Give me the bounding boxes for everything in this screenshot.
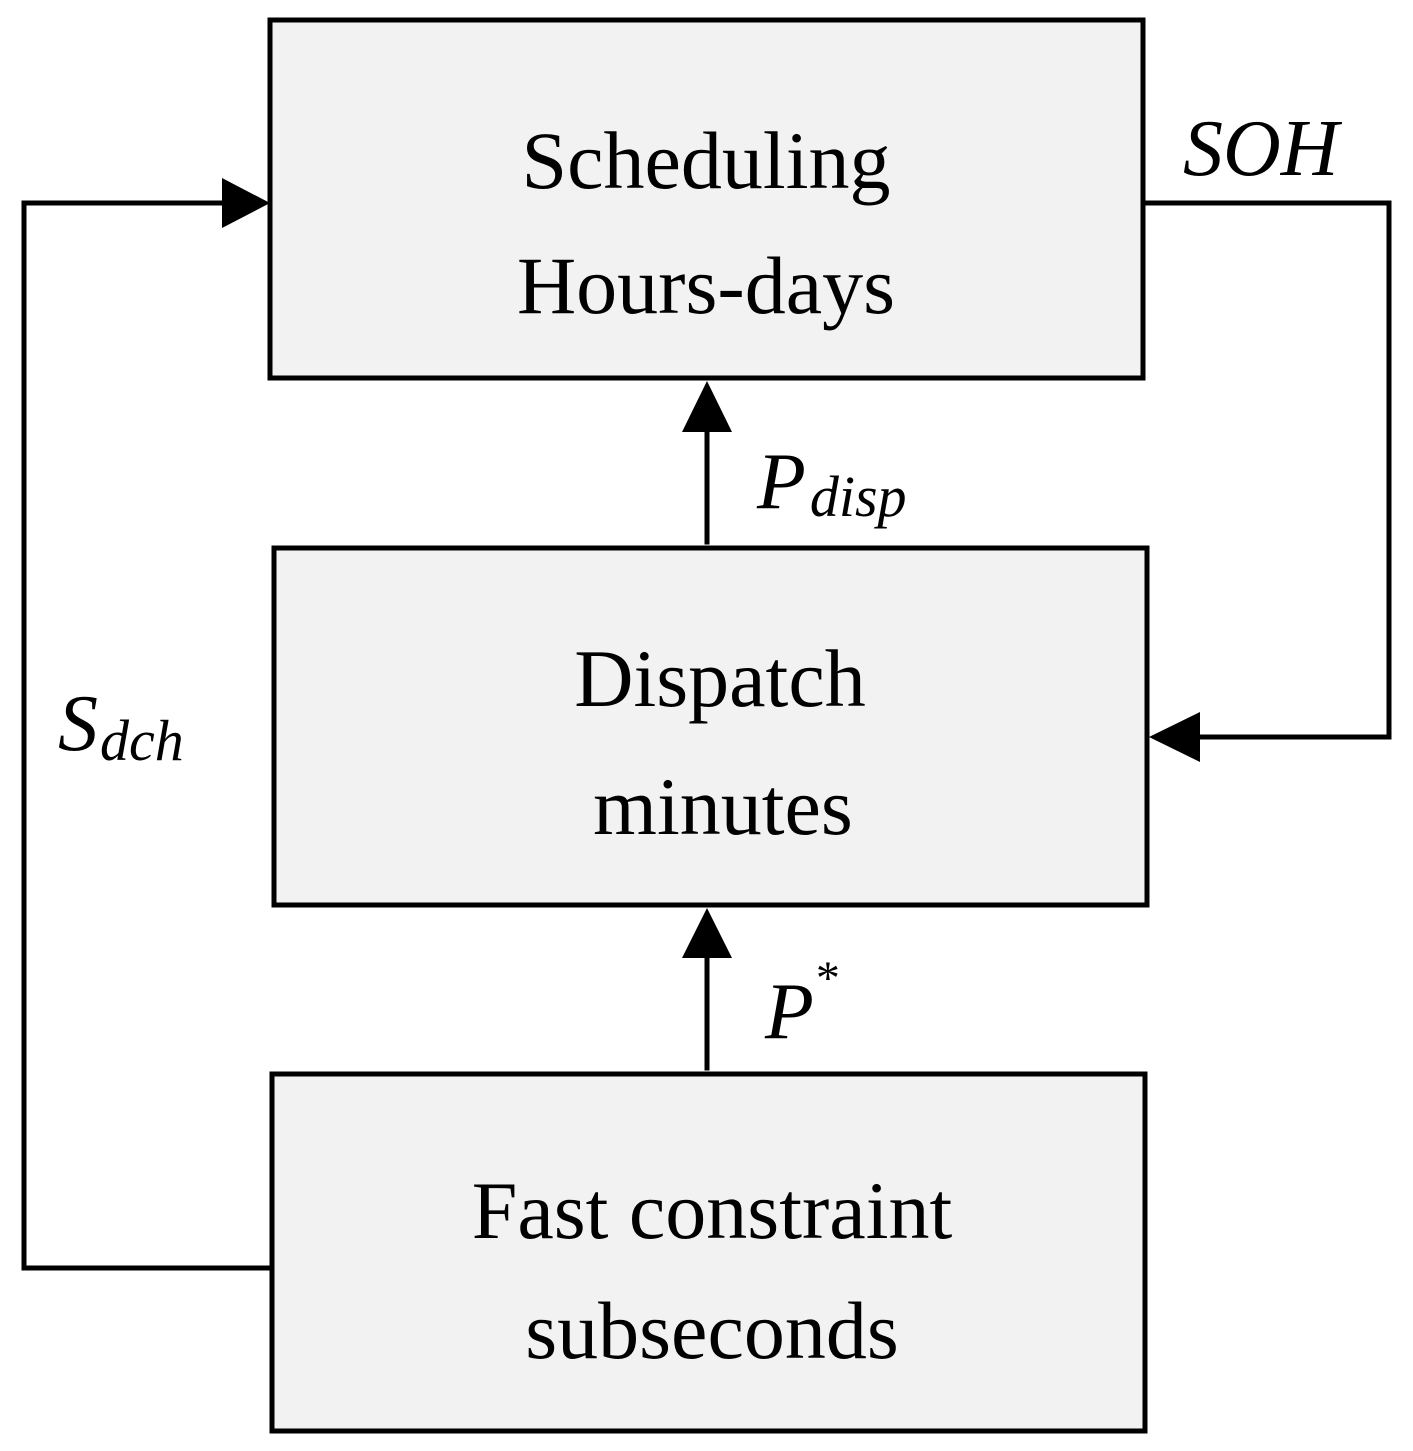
p-disp-subscript: disp — [810, 464, 907, 529]
dispatch-label: Dispatch — [574, 633, 865, 724]
s-dch-arrowhead — [222, 178, 270, 228]
dispatch-block: Dispatch minutes — [271, 545, 1150, 908]
s-dch-symbol: S — [58, 680, 98, 768]
dispatch-box — [271, 545, 1150, 908]
scheduling-box — [267, 17, 1146, 381]
soh-line — [1142, 200, 1392, 740]
fast-constraint-label: Fast constraint — [472, 1165, 953, 1256]
p-disp-arrowhead — [682, 381, 732, 432]
dispatch-timescale-label: minutes — [593, 761, 853, 852]
p-disp-connector — [682, 381, 732, 545]
s-dch-label: Sdch — [58, 680, 184, 773]
fast-constraint-block: Fast constraint subseconds — [269, 1071, 1148, 1434]
p-star-label: P* — [764, 952, 840, 1056]
s-dch-connector — [21, 178, 273, 1271]
soh-label: SOH — [1183, 105, 1343, 193]
p-star-connector — [682, 908, 732, 1071]
p-disp-symbol: P — [756, 438, 806, 526]
scheduling-label: Scheduling — [522, 115, 891, 206]
scheduling-block: Scheduling Hours-days — [267, 17, 1146, 381]
fast-constraint-timescale-label: subseconds — [525, 1285, 899, 1376]
fast-constraint-box — [269, 1071, 1148, 1434]
soh-symbol: SOH — [1183, 105, 1343, 193]
p-disp-label: Pdisp — [756, 438, 907, 529]
soh-connector — [1142, 200, 1392, 762]
soh-arrowhead — [1149, 712, 1200, 762]
p-star-superscript: * — [816, 952, 840, 1005]
s-dch-subscript: dch — [100, 708, 184, 773]
p-star-symbol: P — [764, 968, 814, 1056]
s-dch-line — [21, 200, 273, 1271]
scheduling-timescale-label: Hours-days — [517, 240, 895, 331]
p-star-arrowhead — [682, 908, 732, 958]
